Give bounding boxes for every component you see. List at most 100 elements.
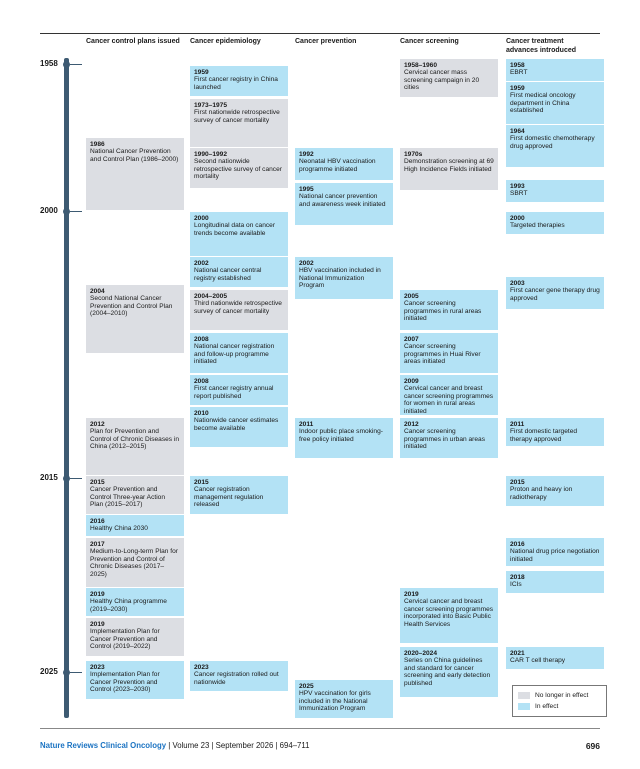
event-text: Cancer Prevention and Control Three-year… bbox=[90, 486, 166, 509]
event-year: 1970s bbox=[404, 151, 423, 158]
event-year: 2010 bbox=[194, 410, 209, 417]
event-year: 2008 bbox=[194, 336, 209, 343]
event-text: CAR T cell therapy bbox=[510, 657, 566, 665]
event-year: 2025 bbox=[299, 683, 314, 690]
legend-swatch-old bbox=[518, 692, 530, 699]
event-text: Nationwide cancer estimates become avail… bbox=[194, 417, 279, 432]
event-year: 1973–1975 bbox=[194, 102, 228, 109]
event-year: 2015 bbox=[510, 479, 525, 486]
event-year: 2017 bbox=[90, 541, 105, 548]
event-year: 2021 bbox=[510, 650, 525, 657]
event-year: 1958–1960 bbox=[404, 62, 438, 69]
event-text: Cancer screening programmes in Huai Rive… bbox=[404, 343, 481, 366]
event-year: 2011 bbox=[299, 421, 314, 428]
event-year: 2004–2005 bbox=[194, 293, 228, 300]
event-text: Healthy China programme (2019–2030) bbox=[90, 598, 167, 613]
event-year: 2012 bbox=[404, 421, 419, 428]
event-year: 2008 bbox=[194, 378, 209, 385]
event-year: 1959 bbox=[194, 69, 209, 76]
event-year: 2019 bbox=[404, 591, 419, 598]
column-header-1: Cancer epidemiology bbox=[190, 38, 261, 45]
legend-item-old: No longer in effect bbox=[518, 690, 601, 701]
event-year: 2011 bbox=[510, 421, 525, 428]
footer: Nature Reviews Clinical Oncology | Volum… bbox=[40, 741, 309, 750]
top-rule bbox=[40, 33, 600, 34]
bottom-rule bbox=[40, 728, 600, 729]
column-header-2: Cancer prevention bbox=[295, 38, 357, 45]
event-year: 2018 bbox=[510, 574, 525, 581]
event-year: 2002 bbox=[299, 260, 314, 267]
event-text: Cancer registration management regulatio… bbox=[194, 486, 264, 509]
event-text: SBRT bbox=[510, 190, 528, 198]
event-text: HPV vaccination for girls included in th… bbox=[299, 690, 371, 713]
event-text: First medical oncology department in Chi… bbox=[510, 92, 576, 115]
event-text: Cancer screening programmes in urban are… bbox=[404, 428, 485, 451]
event-year: 2019 bbox=[90, 591, 105, 598]
event-text: First cancer registry annual report publ… bbox=[194, 385, 274, 400]
event-year: 1995 bbox=[299, 186, 314, 193]
event-text: Series on China guidelines and standard … bbox=[404, 657, 491, 687]
legend-swatch-eff bbox=[518, 703, 530, 710]
event-text: Implementation Plan for Cancer Preventio… bbox=[90, 628, 160, 651]
event-text: Neonatal HBV vaccination programme initi… bbox=[299, 158, 376, 173]
issue-info: | Volume 23 | September 2026 | 694–711 bbox=[166, 741, 310, 750]
event-text: Implementation Plan for Cancer Preventio… bbox=[90, 671, 160, 694]
event-year: 1959 bbox=[510, 85, 525, 92]
timeline-axis bbox=[64, 58, 69, 718]
event-year: 2012 bbox=[90, 421, 105, 428]
event-text: Cervical cancer and breast cancer screen… bbox=[404, 598, 494, 628]
event-year: 2023 bbox=[194, 664, 209, 671]
event-year: 1964 bbox=[510, 128, 525, 135]
event-text: HBV vaccination included in National Imm… bbox=[299, 267, 381, 290]
page-number: 696 bbox=[585, 741, 600, 751]
event-text: Demonstration screening at 69 High Incid… bbox=[404, 158, 494, 173]
year-dot bbox=[63, 475, 70, 482]
year-label-2000: 2000 bbox=[40, 206, 58, 215]
legend-item-eff: In effect bbox=[518, 701, 601, 712]
event-text: Cancer screening programmes in rural are… bbox=[404, 300, 482, 323]
event-text: Targeted therapies bbox=[510, 222, 565, 230]
event-text: National cancer central registry establi… bbox=[194, 267, 262, 282]
event-year: 1986 bbox=[90, 141, 105, 148]
event-year: 1992 bbox=[299, 151, 314, 158]
event-year: 1990–1992 bbox=[194, 151, 228, 158]
event-year: 2023 bbox=[90, 664, 105, 671]
event-year: 2003 bbox=[510, 280, 525, 287]
event-text: First cancer gene therapy drug approved bbox=[510, 287, 600, 302]
column-header-3: Cancer screening bbox=[400, 38, 459, 45]
event-text: ICIs bbox=[510, 581, 522, 589]
year-dot bbox=[63, 669, 70, 676]
event-text: Indoor public place smoking-free policy … bbox=[299, 428, 383, 443]
event-year: 2020–2024 bbox=[404, 650, 438, 657]
